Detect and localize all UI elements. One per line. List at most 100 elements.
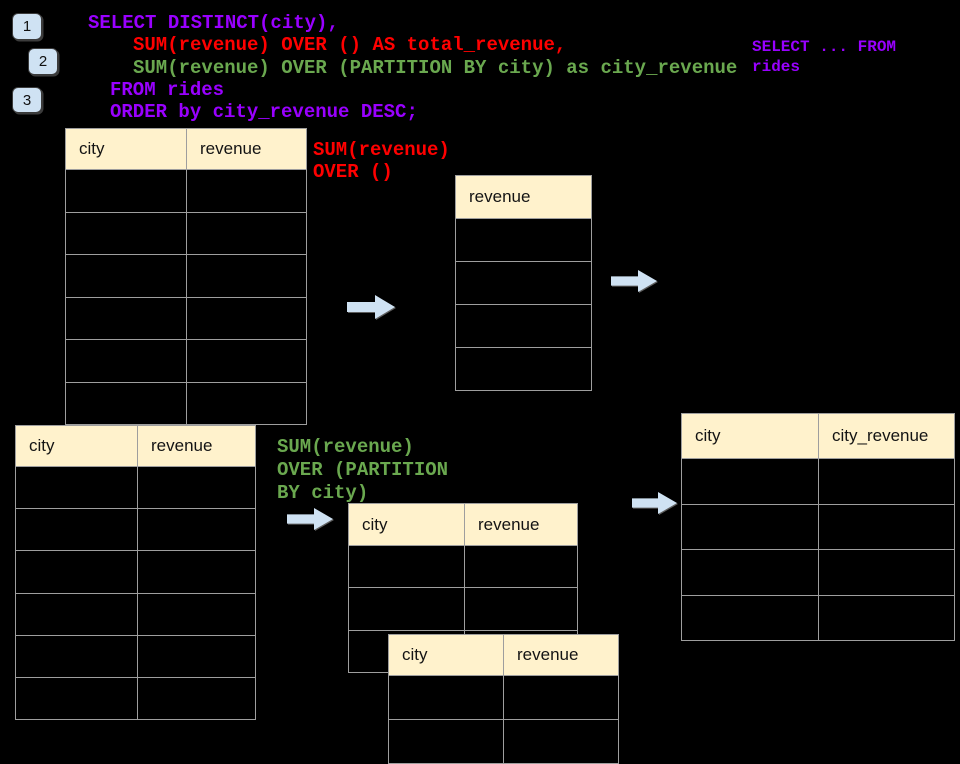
column-header-city: city xyxy=(682,414,818,458)
empty-cell xyxy=(389,676,503,719)
flow-arrow-icon xyxy=(347,295,395,319)
sql-line-select: SELECT DISTINCT(city), xyxy=(88,12,339,34)
empty-cell xyxy=(16,467,137,508)
side-note-line-1: SELECT ... FROM xyxy=(752,38,897,56)
empty-cell xyxy=(456,219,591,261)
flow-arrow-icon xyxy=(632,492,677,514)
empty-cell xyxy=(389,720,503,763)
column-header-city: city xyxy=(16,426,137,466)
empty-cell xyxy=(818,550,954,595)
table-row xyxy=(389,675,618,719)
empty-cell xyxy=(186,297,306,339)
empty-cell xyxy=(456,305,591,347)
table-row xyxy=(456,261,591,304)
empty-cell xyxy=(16,636,137,677)
empty-cell xyxy=(137,593,255,635)
empty-cell xyxy=(66,340,186,382)
empty-cell xyxy=(349,546,464,587)
column-header-revenue: revenue xyxy=(503,635,618,675)
sql-line-city-revenue: SUM(revenue) OVER (PARTITION BY city) as… xyxy=(133,57,738,79)
table-row xyxy=(66,381,306,425)
empty-cell xyxy=(818,459,954,504)
step-badge-1: 1 xyxy=(12,13,42,40)
step-badge-2: 2 xyxy=(28,48,58,75)
table-row xyxy=(456,347,591,390)
table-row xyxy=(66,169,306,212)
table-row xyxy=(682,549,954,595)
empty-cell xyxy=(186,255,306,297)
empty-cell xyxy=(66,383,186,425)
empty-cell xyxy=(66,255,186,297)
empty-cell xyxy=(137,467,255,509)
label-total-revenue-fn: SUM(revenue)OVER () xyxy=(313,139,450,183)
table-row xyxy=(16,634,255,677)
column-header-city_revenue: city_revenue xyxy=(818,414,954,458)
empty-cell xyxy=(186,212,306,254)
label-partition-fn-line-1: SUM(revenue) xyxy=(277,436,414,458)
empty-cell xyxy=(137,677,255,720)
column-header-city: city xyxy=(66,129,186,169)
table-row xyxy=(66,296,306,339)
table-total-revenue-result: revenue xyxy=(455,175,592,391)
empty-cell xyxy=(456,262,591,304)
empty-cell xyxy=(16,509,137,550)
label-partition-fn-line-3: BY city) xyxy=(277,482,369,504)
table-row xyxy=(682,503,954,550)
table-row xyxy=(16,676,255,720)
empty-cell xyxy=(186,382,306,424)
table-row xyxy=(456,218,591,261)
flow-arrow-icon xyxy=(611,270,657,292)
side-note-select-from-rides: SELECT ... FROM rides xyxy=(752,37,896,77)
column-header-revenue: revenue xyxy=(186,129,306,169)
table-row xyxy=(66,254,306,297)
sql-line-from: FROM rides xyxy=(110,79,225,101)
empty-cell xyxy=(464,588,577,630)
empty-cell xyxy=(503,676,618,719)
label-total-revenue-fn-line-2: OVER () xyxy=(313,161,393,183)
table-row xyxy=(682,458,954,504)
table-row xyxy=(16,466,255,509)
table-row xyxy=(66,339,306,382)
flow-arrow-icon xyxy=(287,508,333,530)
sql-line-total-revenue: SUM(revenue) OVER () AS total_revenue, xyxy=(133,34,567,56)
label-total-revenue-fn-line-1: SUM(revenue) xyxy=(313,139,450,161)
empty-cell xyxy=(66,213,186,255)
empty-cell xyxy=(137,509,255,551)
column-header-city: city xyxy=(389,635,503,675)
step-badge-3: 3 xyxy=(12,87,42,113)
empty-cell xyxy=(186,340,306,382)
table-row xyxy=(456,304,591,347)
step-badge-3-label: 3 xyxy=(22,91,32,109)
table-row xyxy=(16,550,255,593)
column-header-revenue: revenue xyxy=(456,176,591,218)
empty-cell xyxy=(682,596,818,641)
empty-cell xyxy=(16,594,137,635)
table-row xyxy=(682,594,954,641)
table-row xyxy=(389,719,618,763)
empty-cell xyxy=(456,348,591,390)
empty-cell xyxy=(464,546,577,588)
step-badge-1-label: 1 xyxy=(22,18,32,35)
table-row xyxy=(349,545,577,588)
side-note-line-2: rides xyxy=(752,58,801,76)
column-header-revenue: revenue xyxy=(137,426,255,466)
step-badge-2-label: 2 xyxy=(38,53,48,70)
empty-cell xyxy=(16,678,137,719)
empty-cell xyxy=(682,505,818,550)
table-row xyxy=(66,211,306,255)
table-row xyxy=(16,592,255,635)
empty-cell xyxy=(818,504,954,549)
empty-cell xyxy=(349,588,464,629)
table-row xyxy=(16,508,255,551)
empty-cell xyxy=(66,170,186,212)
